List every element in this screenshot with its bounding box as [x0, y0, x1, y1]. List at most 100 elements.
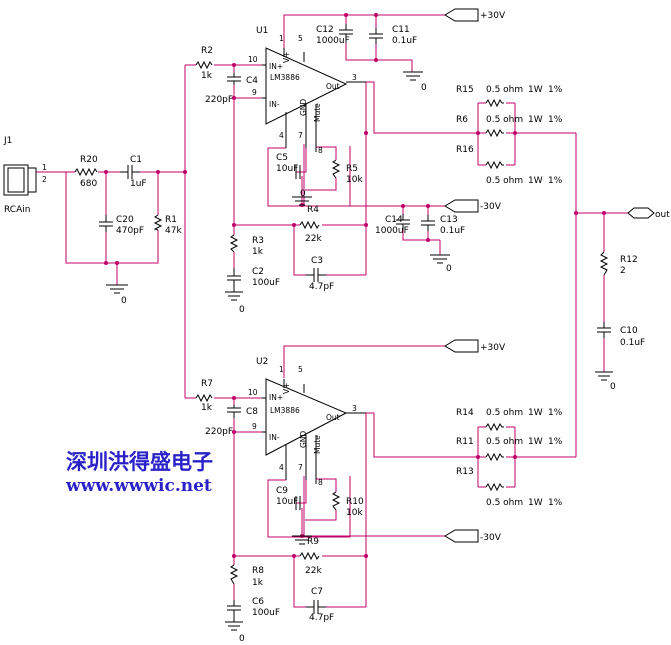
- resistor-icon: [74, 167, 98, 177]
- u1-gnd: GND: [299, 99, 308, 116]
- r4-ref: R4: [307, 205, 319, 215]
- c2-value: 100uF: [252, 278, 280, 288]
- r11-value: 0.5 ohm: [486, 437, 523, 447]
- r13-value: 0.5 ohm: [486, 498, 523, 508]
- capacitor-icon: [295, 165, 301, 179]
- labels: J1 1 2 RCAin R20 680 C1 1uF C20 470pF R1…: [3, 11, 670, 644]
- r10-ref: R10: [346, 497, 364, 507]
- u1-pin3: 3: [352, 73, 357, 82]
- u1-neg-supply: -30V: [480, 202, 502, 212]
- r16-value: 0.5 ohm: [486, 176, 523, 186]
- r8-ref: R8: [252, 566, 264, 576]
- c9-value: 10uF: [276, 497, 298, 507]
- capacitor-icon: [306, 268, 326, 282]
- c6-value: 100uF: [252, 608, 280, 618]
- ground-icon: [430, 254, 450, 264]
- watermark-url: www.wwwic.net: [65, 476, 212, 496]
- c3-ref: C3: [311, 256, 323, 266]
- r4-value: 22k: [305, 234, 322, 244]
- r7-ref: R7: [201, 379, 213, 389]
- opamp-u1-symbol: [262, 47, 366, 152]
- r2-ref: R2: [201, 46, 213, 56]
- capacitor-icon: [227, 73, 241, 85]
- u1-in-minus: IN-: [269, 100, 280, 109]
- u2-mute: Mute: [313, 435, 322, 454]
- r11-tol: 1%: [548, 437, 563, 447]
- capacitor-icon: [421, 215, 435, 231]
- rca-connector-icon: [3, 164, 37, 196]
- output-port-icon: [627, 207, 655, 219]
- u2-pin8: 8: [318, 478, 323, 487]
- ground-icon: [225, 286, 243, 301]
- r9-value: 22k: [305, 566, 322, 576]
- r14-ref: R14: [456, 408, 474, 418]
- u2-pos-supply: +30V: [480, 343, 506, 353]
- supply-port-icon: [444, 199, 479, 213]
- u1-part: LM3886: [270, 73, 300, 82]
- u2-pin7: 7: [298, 463, 303, 472]
- resistor-icon: [331, 491, 341, 511]
- c10-value: 0.1uF: [620, 338, 645, 348]
- resistor-icon: [153, 214, 163, 231]
- resistor-icon: [299, 551, 320, 561]
- r14-tol: 1%: [548, 408, 563, 418]
- r13-power: 1W: [528, 498, 543, 508]
- c2-ref: C2: [252, 267, 264, 277]
- r15-tol: 1%: [548, 85, 563, 95]
- rca-in-label: RCAin: [4, 205, 30, 215]
- capacitor-icon: [369, 28, 383, 44]
- r16-tol: 1%: [548, 176, 563, 186]
- r11-ref: R11: [456, 437, 474, 447]
- u1-out: Out: [326, 82, 340, 91]
- r6-power: 1W: [528, 115, 543, 125]
- capacitor-icon: [396, 214, 410, 230]
- resistor-icon: [229, 234, 239, 253]
- ground-icon: [595, 371, 613, 381]
- r16-ref: R16: [456, 145, 474, 155]
- gnd-label: 0: [239, 305, 245, 315]
- capacitor-icon: [227, 268, 241, 286]
- capacitor-icon: [295, 496, 301, 510]
- c13-value: 0.1uF: [440, 226, 465, 236]
- resistor-icon: [299, 220, 320, 230]
- u1-pos-supply: +30V: [480, 11, 506, 21]
- u2-vplus: V+: [282, 383, 291, 394]
- u2-in-plus: IN+: [269, 393, 283, 402]
- c11-ref: C11: [392, 25, 410, 35]
- opamp-u2-symbol: [262, 378, 366, 484]
- ground-icon: [106, 284, 128, 294]
- u1-pin7: 7: [298, 131, 303, 140]
- u2-pin9: 9: [252, 422, 257, 431]
- supply-port-icon: [444, 8, 479, 22]
- u1-pin9: 9: [252, 88, 257, 97]
- c3-value: 4.7pF: [309, 282, 334, 292]
- u1-pin10: 10: [248, 55, 258, 64]
- resistor-icon: [599, 251, 609, 276]
- supply-port-icon: [444, 339, 479, 353]
- u1-pin1: 1: [279, 34, 284, 43]
- c10-ref: C10: [620, 326, 638, 336]
- c9-ref: C9: [276, 486, 288, 496]
- r13-ref: R13: [456, 467, 474, 477]
- u2-neg-supply: -30V: [480, 533, 502, 543]
- c14-value: 1000uF: [375, 226, 409, 236]
- r20-ref: R20: [80, 155, 98, 165]
- c1-value: 1uF: [130, 179, 147, 189]
- wires: [36, 14, 628, 608]
- ground-icon: [225, 616, 243, 631]
- gnd-label: 0: [121, 296, 127, 306]
- r14-value: 0.5 ohm: [486, 408, 523, 418]
- gnd-label: 0: [421, 83, 427, 93]
- r12-value: 2: [620, 266, 626, 276]
- u2-out: Out: [326, 413, 340, 422]
- output-label: out: [655, 210, 670, 220]
- r15-ref: R15: [456, 85, 474, 95]
- c20-ref: C20: [116, 215, 134, 225]
- r6-ref: R6: [456, 115, 468, 125]
- resistor-icon: [485, 160, 504, 170]
- u1-vplus: V+: [282, 52, 291, 63]
- c14-ref: C14: [385, 215, 403, 225]
- ground-icon: [403, 71, 423, 81]
- c4-value: 220pF: [205, 95, 233, 105]
- ground-icon: [292, 535, 312, 545]
